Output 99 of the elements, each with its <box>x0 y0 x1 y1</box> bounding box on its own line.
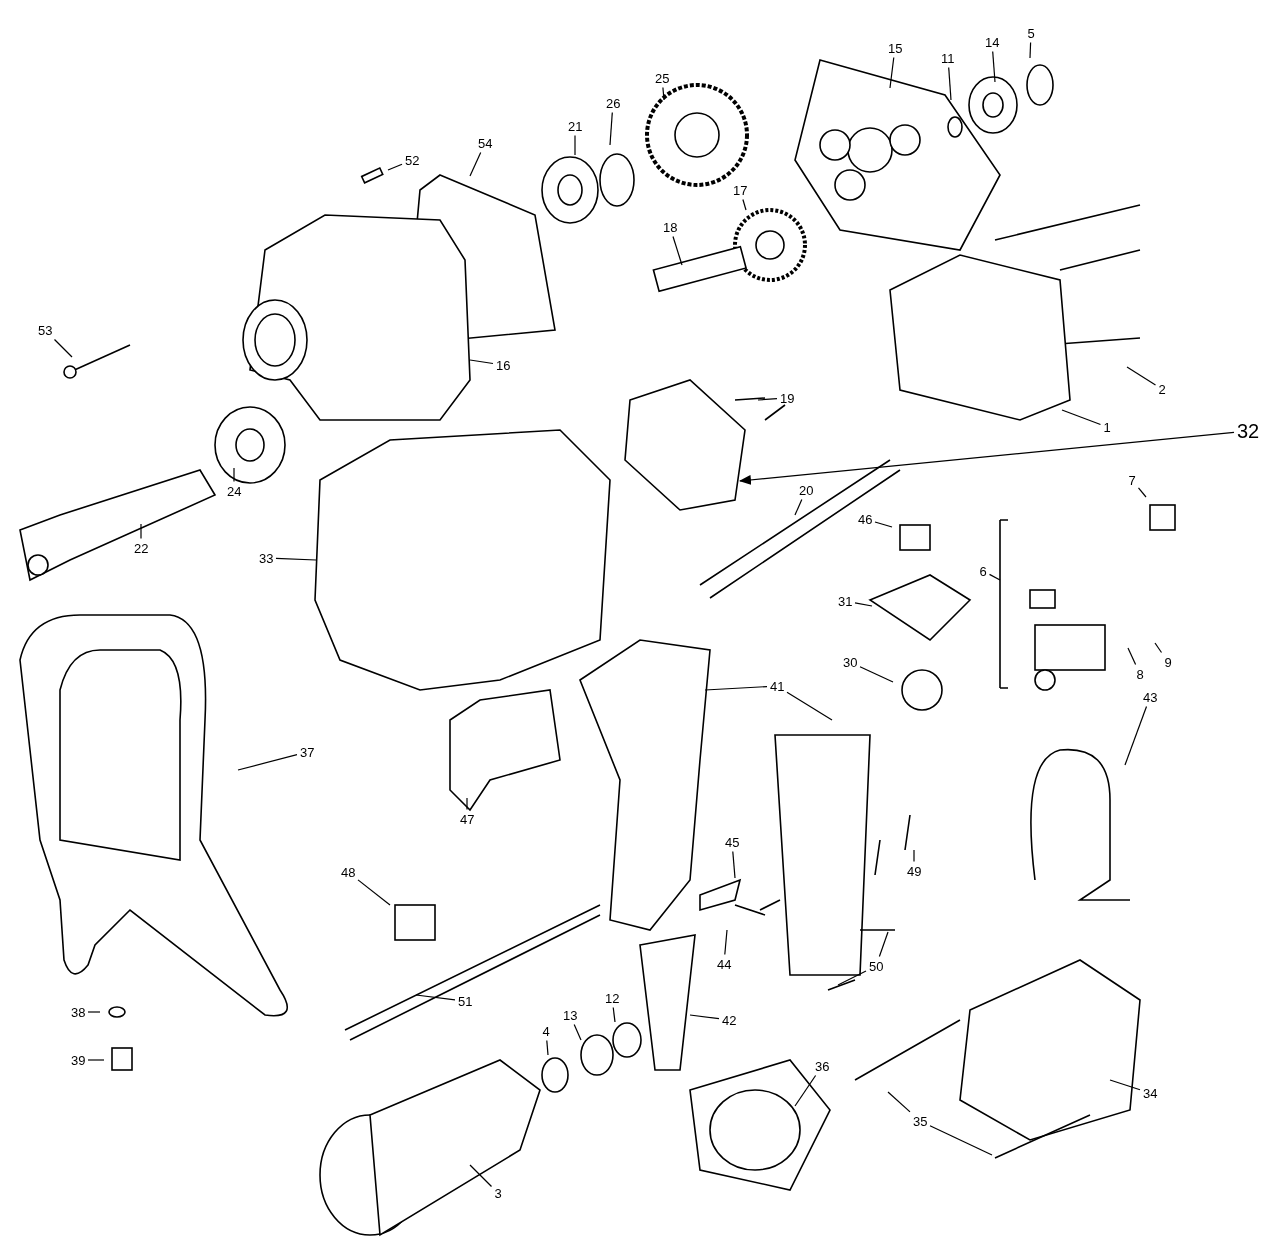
callout-number: 44 <box>716 956 733 972</box>
leader-line <box>854 602 873 607</box>
callout-number: 36 <box>814 1058 831 1074</box>
leader-line <box>53 338 73 358</box>
leader-line <box>874 521 893 528</box>
leader-line <box>469 359 494 365</box>
callout-number: 34 <box>1142 1085 1159 1101</box>
leader-line <box>233 467 235 483</box>
callout-number: 41 <box>769 678 786 694</box>
leader-line <box>913 849 915 863</box>
callout-number: 51 <box>457 993 474 1009</box>
callout-number: 3 <box>493 1185 503 1201</box>
leader-line <box>1154 642 1163 654</box>
leader-line <box>786 691 833 721</box>
leader-line <box>1127 647 1137 666</box>
leader-line <box>732 850 736 879</box>
callout-number: 15 <box>887 40 904 56</box>
leader-line <box>887 1091 911 1113</box>
leader-line <box>878 931 889 958</box>
leader-line <box>1124 705 1148 766</box>
arrow <box>739 431 1235 485</box>
callout-number: 42 <box>721 1012 738 1028</box>
callout-number: 49 <box>906 863 923 879</box>
callout-number: 22 <box>133 540 150 556</box>
leader-line <box>387 163 403 171</box>
leader-line <box>469 151 482 177</box>
leader-line <box>275 557 317 561</box>
leader-line <box>889 56 895 89</box>
callout-number: 43 <box>1142 689 1159 705</box>
leader-line <box>689 1014 720 1020</box>
callout-number: 30 <box>842 654 859 670</box>
leader-line <box>948 66 952 101</box>
callout-number: 39 <box>70 1052 87 1068</box>
callout-number: 32 <box>1236 420 1261 442</box>
callout-number: 13 <box>562 1007 579 1023</box>
callout-number: 12 <box>604 990 621 1006</box>
callout-number: 11 <box>940 50 956 66</box>
leader-line <box>992 50 996 83</box>
callout-number: 38 <box>70 1004 87 1020</box>
leader-line <box>237 754 298 771</box>
callout-number: 33 <box>258 550 275 566</box>
callout-number: 16 <box>495 357 512 373</box>
callout-number: 45 <box>724 834 741 850</box>
callout-number: 6 <box>978 563 988 579</box>
callout-number: 18 <box>662 219 679 235</box>
callout-number: 52 <box>404 152 421 168</box>
leader-line <box>859 666 894 683</box>
callout-number: 31 <box>837 593 854 609</box>
leader-line <box>742 198 747 211</box>
callout-number: 53 <box>37 322 54 338</box>
leader-line <box>140 523 142 540</box>
callout-number: 25 <box>654 70 671 86</box>
leader-line <box>929 1125 993 1156</box>
leader-line <box>1137 487 1147 498</box>
leader-line <box>609 111 613 146</box>
callout-number: 9 <box>1163 654 1173 670</box>
callout-number: 54 <box>477 135 494 151</box>
callout-number: 35 <box>912 1113 929 1129</box>
leader-line <box>724 929 728 956</box>
callout-number: 2 <box>1157 381 1167 397</box>
callout-number: 47 <box>459 811 476 827</box>
leader-line <box>988 573 1001 581</box>
leader-line <box>704 686 768 691</box>
callout-number: 46 <box>857 511 874 527</box>
leader-line <box>415 994 456 1001</box>
leader-line <box>1029 41 1032 59</box>
leader-line <box>546 1039 549 1056</box>
callout-number: 37 <box>299 744 316 760</box>
callout-number: 24 <box>226 483 243 499</box>
leader-line <box>1126 366 1157 386</box>
leader-line <box>612 1006 616 1023</box>
leader-line <box>837 970 867 986</box>
callout-number: 21 <box>567 118 584 134</box>
callout-number: 8 <box>1135 666 1145 682</box>
leader-line <box>573 1023 582 1041</box>
leader-line <box>757 398 778 401</box>
callout-number: 7 <box>1127 472 1137 488</box>
callout-number: 48 <box>340 864 357 880</box>
callout-number: 20 <box>798 482 815 498</box>
leader-line <box>87 1011 101 1013</box>
leader-line <box>469 1164 493 1188</box>
leader-line <box>87 1059 105 1061</box>
callout-number: 19 <box>779 390 796 406</box>
callout-number: 4 <box>541 1023 551 1039</box>
leader-line <box>1061 409 1102 426</box>
callout-number: 5 <box>1026 25 1036 41</box>
leader-line <box>466 797 468 811</box>
callout-number: 17 <box>732 182 749 198</box>
leader-line <box>574 134 576 156</box>
callout-number: 14 <box>984 34 1001 50</box>
leader-line <box>794 1074 817 1107</box>
callout-number: 26 <box>605 95 622 111</box>
leader-line <box>662 86 665 101</box>
leader-line <box>357 879 391 906</box>
leader-line <box>672 235 683 266</box>
callout-number: 50 <box>868 958 885 974</box>
callout-number: 1 <box>1102 419 1112 435</box>
leader-line <box>1109 1079 1141 1091</box>
leader-line <box>794 498 803 516</box>
